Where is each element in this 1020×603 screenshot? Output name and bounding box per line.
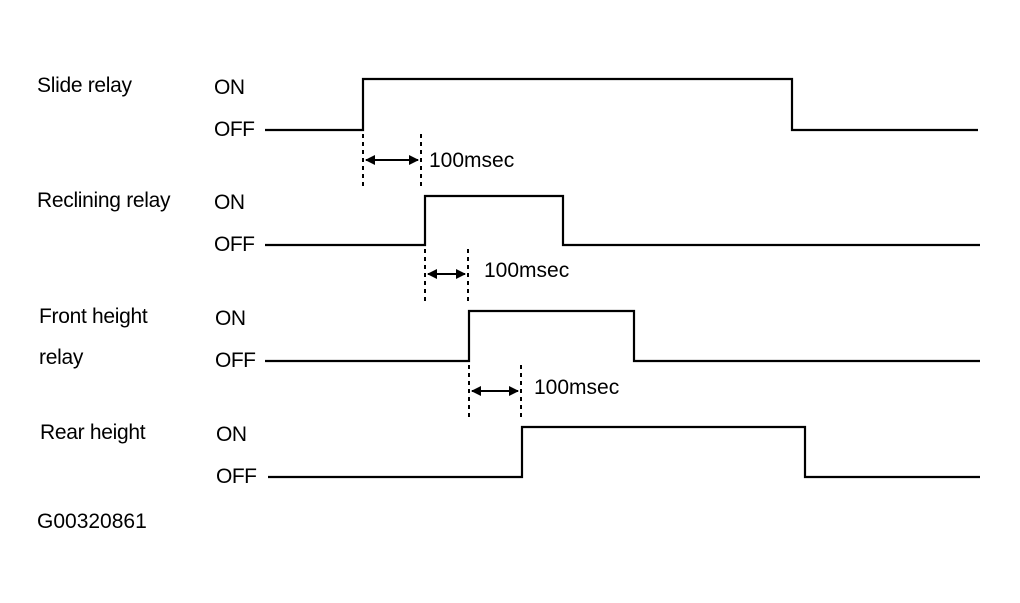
rear-height-name: Rear height: [40, 421, 146, 444]
reclining-relay-off-label: OFF: [214, 233, 255, 256]
reclining-relay-waveform: [265, 194, 980, 247]
front-height-relay-name-line2: relay: [39, 346, 84, 369]
slide-relay-off-label: OFF: [214, 118, 255, 141]
reclining-relay-name: Reclining relay: [37, 189, 171, 212]
rear-height-waveform: [268, 425, 980, 479]
front-height-relay-waveform: [265, 309, 980, 363]
front-height-relay-off-label: OFF: [215, 349, 256, 372]
figure-id: G00320861: [37, 510, 147, 533]
slide-relay-on-label: ON: [214, 76, 245, 99]
reclining-relay-delay-label: 100msec: [484, 259, 570, 282]
front-height-relay-name-line1: Front height: [39, 305, 148, 328]
front-height-relay-delay-label: 100msec: [534, 376, 620, 399]
reclining-relay-on-label: ON: [214, 191, 245, 214]
slide-relay-name: Slide relay: [37, 74, 132, 97]
front-height-relay-on-label: ON: [215, 307, 246, 330]
slide-relay-delay-label: 100msec: [429, 149, 515, 172]
rear-height-off-label: OFF: [216, 465, 257, 488]
rear-height-on-label: ON: [216, 423, 247, 446]
slide-relay-waveform: [265, 77, 978, 132]
